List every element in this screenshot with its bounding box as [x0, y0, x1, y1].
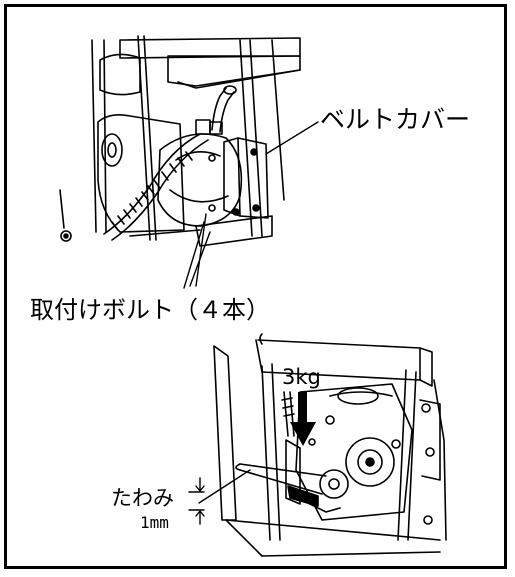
deflection-amount-label: 1mm: [140, 513, 169, 532]
mounting-bolts-label: 取付けボルト（４本）: [30, 296, 270, 324]
lower-assembly-drawing: [188, 333, 447, 557]
upper-assembly-drawing: [59, 35, 319, 289]
belt-cover-label: ベルトカバー: [320, 105, 471, 134]
deflection-label: たわみ: [111, 486, 174, 510]
press-force-label: 3kg: [282, 365, 321, 389]
